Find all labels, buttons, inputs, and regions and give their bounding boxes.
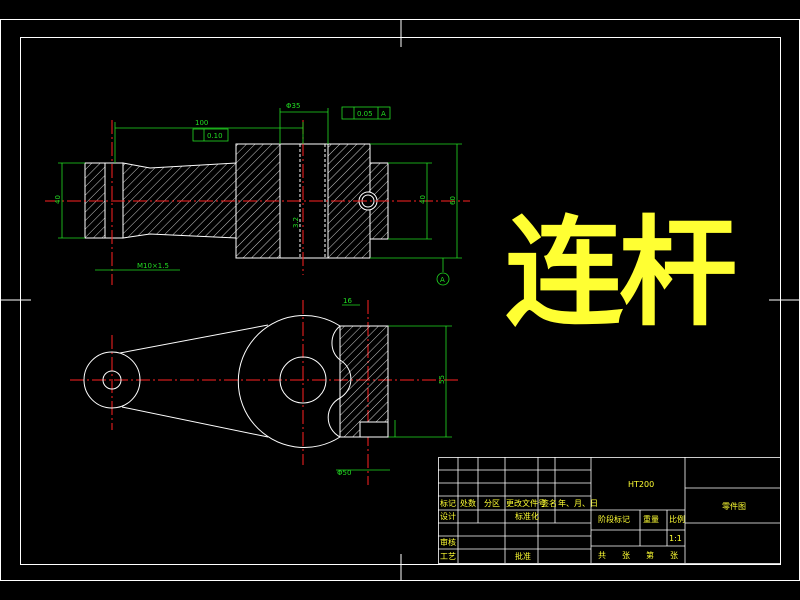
dim-40-right: 40 — [419, 195, 427, 204]
tb-weight: 重量 — [643, 514, 659, 524]
tb-standardize: 标准化 — [515, 511, 539, 521]
tolerance-frames — [192, 106, 450, 286]
tb-drawing-name: 零件图 — [722, 501, 746, 511]
dim-thread: M10×1.5 — [137, 262, 169, 270]
tb-stage: 阶段标记 — [598, 514, 630, 524]
tb-mark: 标记 — [440, 498, 456, 508]
small-end-outer — [83, 351, 141, 409]
tb-scale-label: 比例 — [669, 514, 685, 524]
dim-phi35: Φ35 — [286, 102, 300, 110]
dim-100: 100 — [195, 119, 208, 127]
tb-designer: 设计 — [440, 511, 456, 521]
tb-sheet-1: 共 — [598, 551, 606, 560]
tb-date: 年、月、日 — [558, 498, 598, 508]
dim-datum-a2: A — [440, 276, 445, 284]
dim-16: 16 — [343, 297, 352, 305]
tb-sheet-4: 张 — [670, 551, 678, 560]
tb-sign: 签名 — [541, 498, 557, 508]
tb-approve: 批准 — [515, 551, 531, 561]
tb-sheet-3: 第 — [646, 550, 654, 560]
dim-datum-a: A — [381, 110, 386, 118]
small-end-hole — [102, 370, 122, 390]
drawing-title: 连杆 — [505, 203, 737, 342]
top-view — [83, 315, 389, 448]
big-end-outline — [237, 315, 352, 448]
tb-count: 处数 — [460, 498, 476, 508]
tb-zone: 分区 — [484, 499, 500, 508]
dim-tol2: 0.05 — [357, 110, 373, 118]
dim-60: 60 — [449, 196, 457, 205]
centering-marks — [0, 20, 800, 580]
dimension-lines — [58, 108, 462, 471]
dim-55: 55 — [438, 375, 446, 384]
tb-change: 更改文件号 — [506, 498, 546, 508]
title-block — [438, 457, 781, 564]
dim-ra: 3.2 — [292, 217, 300, 228]
tb-process: 工艺 — [440, 552, 456, 561]
tb-scale-value: 1:1 — [669, 534, 682, 543]
tb-review: 审核 — [440, 537, 456, 547]
dim-40-left: 40 — [54, 195, 62, 204]
tb-sheet-2: 张 — [622, 551, 630, 560]
dim-phi50: Φ50 — [337, 469, 351, 477]
dim-tol1: 0.10 — [207, 132, 223, 140]
tb-material: HT200 — [628, 480, 654, 489]
big-end-hole — [279, 356, 327, 404]
